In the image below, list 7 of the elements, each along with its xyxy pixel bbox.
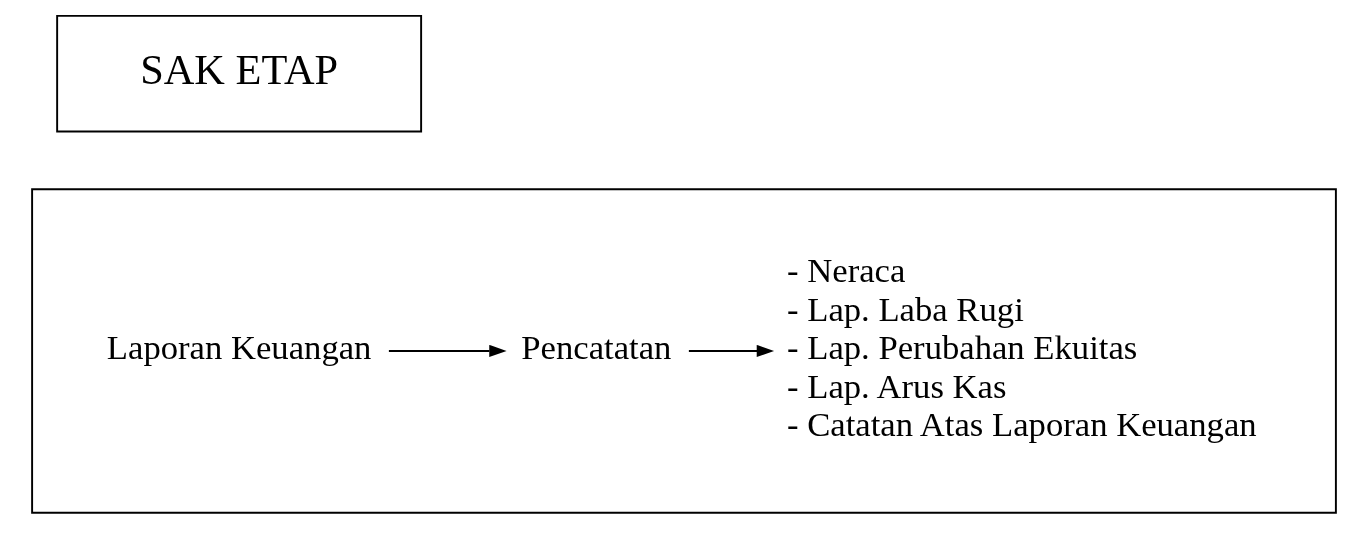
- cluster: [31, 188, 1337, 514]
- node-box: SAK ETAP: [56, 14, 423, 133]
- arrow: [687, 344, 775, 358]
- node-text: - Neraca - Lap. Laba Rugi - Lap. Perubahan Ekuitas - Lap. Arus Kas - Catatan Atas Laporan Keuangan: [787, 251, 1257, 444]
- node-text: Pencatatan: [521, 328, 672, 367]
- node-text: Laporan Keuangan: [106, 328, 372, 367]
- arrow: [387, 344, 507, 358]
